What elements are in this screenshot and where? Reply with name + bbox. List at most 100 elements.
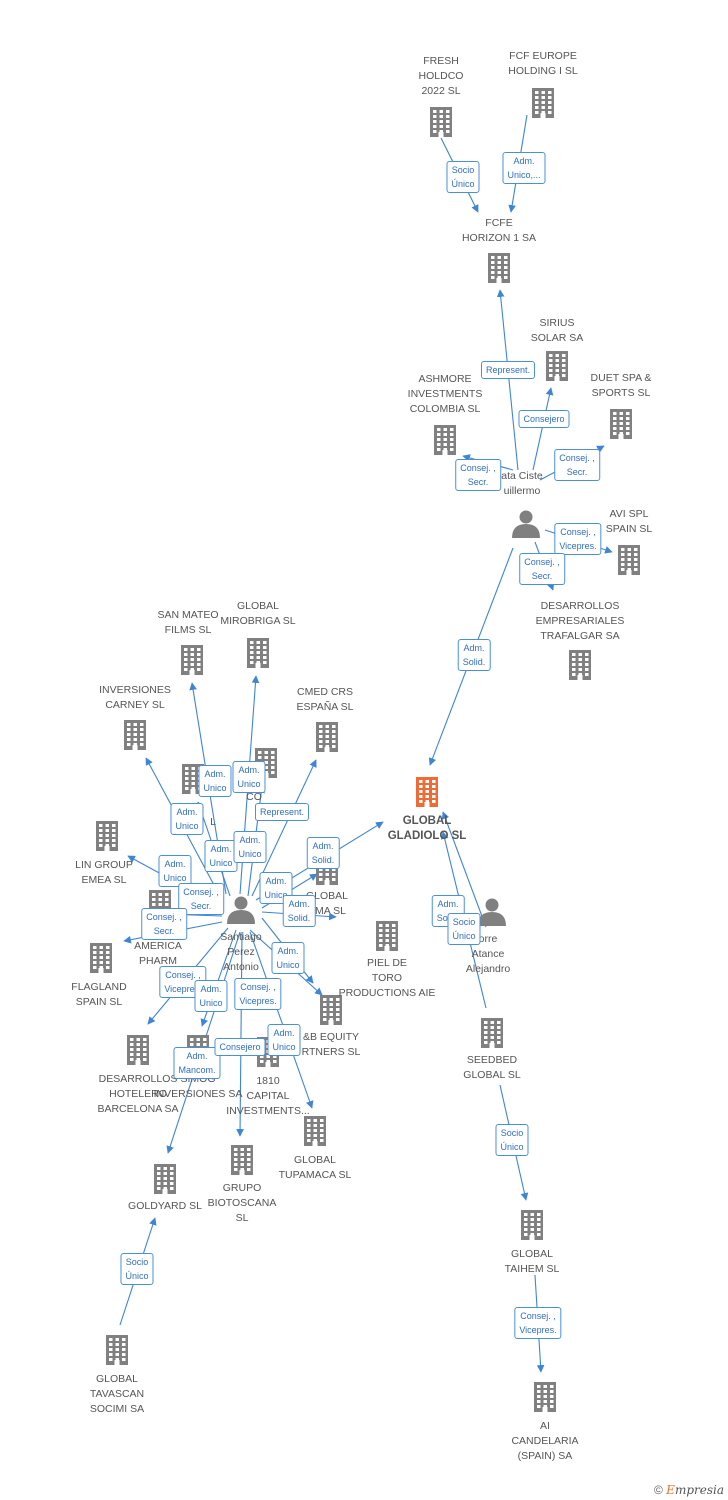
building-icon-pieltoro[interactable] — [376, 921, 398, 951]
building-icon-bequity[interactable] — [320, 995, 342, 1025]
node-label-sanmateo[interactable]: SAN MATEO FILMS SL — [157, 609, 219, 636]
building-icon-tavascan[interactable] — [106, 1335, 128, 1365]
edge-label-santiago-to-globalema[interactable]: Adm. Unico — [259, 872, 293, 904]
edge-label-seedbed-to-gladiolo[interactable]: Socio Único — [447, 913, 481, 945]
person-icon-torre[interactable] — [478, 898, 506, 927]
edge-label-cistern-to-trafalgar[interactable]: Consej. , Secr. — [519, 553, 565, 585]
node-label-taihem[interactable]: GLOBAL TAIHEM SL — [504, 1248, 560, 1275]
node-label-gladiolo[interactable]: GLOBAL GLADIOLO SL — [387, 815, 467, 842]
node-label-fresh[interactable]: FRESH HOLDCO 2022 SL — [418, 55, 464, 97]
edge-santiago-to-tupamaca — [249, 931, 314, 1109]
node-label-carney[interactable]: INVERSIONES CARNEY SL — [99, 684, 171, 711]
copyright-symbol: © — [653, 1483, 663, 1497]
node-label-bequity[interactable]: &B EQUITY RTNERS SL — [301, 1031, 361, 1058]
edge-label-taihem-to-candelaria[interactable]: Consej. , Vicepres. — [514, 1307, 562, 1339]
edge-cistern-to-sirius — [532, 387, 554, 471]
edge-label-tavascan-to-goldyard[interactable]: Socio Único — [120, 1253, 154, 1285]
person-icon-santiago[interactable] — [227, 896, 255, 925]
edge-label-santiago-to-mirobriga[interactable]: Adm. Unico — [232, 761, 266, 793]
edge-label-santiago-to-lingroup[interactable]: Adm. Unico — [158, 855, 192, 887]
node-label-capital1810[interactable]: 1810 CAPITAL INVESTMENTS... — [226, 1075, 310, 1117]
building-icon-biotoscana[interactable] — [231, 1145, 253, 1175]
building-icon-cmed[interactable] — [316, 722, 338, 752]
node-label-tupamaca[interactable]: GLOBAL TUPAMACA SL — [278, 1154, 352, 1181]
edge-label-santiago-to-goldyard[interactable]: Adm. Mancom. — [173, 1047, 221, 1079]
node-label-fcfeurope[interactable]: FCF EUROPE HOLDING I SL — [508, 50, 578, 77]
building-icon-gladiolo[interactable] — [416, 777, 438, 807]
building-icon-duet[interactable] — [610, 409, 632, 439]
edge-label-santiago-to-carney[interactable]: Adm. Unico — [170, 803, 204, 835]
edge-label-cistern-to-duet[interactable]: Consej. , Secr. — [554, 449, 600, 481]
node-label-tavascan[interactable]: GLOBAL TAVASCAN SOCIMI SA — [89, 1373, 145, 1415]
building-icon-fcfe[interactable] — [488, 253, 510, 283]
node-label-americapharm[interactable]: AMERICA PHARM — [134, 940, 182, 967]
edge-label-cistern-to-avispl[interactable]: Consej. , Vicepres. — [554, 523, 602, 555]
edge-label-santiago-to-globalema[interactable]: Adm. Solid. — [282, 895, 316, 927]
node-label-pieltoro[interactable]: PIEL DE TORO PRODUCTIONS AIE — [338, 957, 436, 999]
building-icon-sirius[interactable] — [546, 351, 568, 381]
building-icon-mirobriga[interactable] — [247, 638, 269, 668]
building-icon-flagland[interactable] — [90, 943, 112, 973]
node-label-flagland[interactable]: FLAGLAND SPAIN SL — [71, 981, 127, 1008]
node-label-cmed[interactable]: CMED CRS ESPAÑA SL — [296, 686, 354, 713]
node-label-duet[interactable]: DUET SPA & SPORTS SL — [590, 372, 652, 399]
node-label-seedbed[interactable]: SEEDBED GLOBAL SL — [463, 1054, 521, 1081]
edges-layer — [119, 114, 613, 1373]
node-label-lingroup[interactable]: LIN GROUP EMEA SL — [75, 859, 133, 886]
node-label-goldyard[interactable]: GOLDYARD SL — [128, 1200, 202, 1212]
edge-label-fresh-to-fcfe[interactable]: Socio Único — [446, 161, 480, 193]
edge-label-santiago-to-hiddenl[interactable]: Adm. Unico — [233, 831, 267, 863]
edge-label-santiago-to-simog[interactable]: Adm. Unico — [194, 980, 228, 1012]
edge-label-cistern-to-sirius[interactable]: Consejero — [518, 410, 570, 428]
node-label-avispl[interactable]: AVI SPL SPAIN SL — [605, 508, 653, 535]
building-icon-fcfeurope[interactable] — [532, 88, 554, 118]
brand-rest: mpresia — [674, 1483, 724, 1497]
building-icon-trafalgar[interactable] — [569, 650, 591, 680]
building-icon-sanmateo[interactable] — [181, 645, 203, 675]
building-icon-candelaria[interactable] — [534, 1382, 556, 1412]
building-icon-seedbed[interactable] — [481, 1018, 503, 1048]
node-label-fcfe[interactable]: FCFE HORIZON 1 SA — [461, 217, 537, 244]
building-icon-taihem[interactable] — [521, 1210, 543, 1240]
edge-label-cistern-to-ashmore[interactable]: Consej. , Secr. — [455, 459, 501, 491]
building-icon-lingroup[interactable] — [96, 821, 118, 851]
edge-label-santiago-to-pieltoro[interactable]: Adm. Unico — [271, 942, 305, 974]
building-icon-tupamaca[interactable] — [304, 1116, 326, 1146]
building-icon-fresh[interactable] — [430, 107, 452, 137]
node-label-biotoscana[interactable]: GRUPO BIOTOSCANA SL — [207, 1182, 277, 1224]
edge-label-santiago-to-cmed[interactable]: Represent. — [254, 803, 310, 821]
edge-label-seedbed-to-taihem[interactable]: Socio Único — [495, 1124, 529, 1156]
brand-initial: E — [666, 1483, 675, 1497]
edge-label-santiago-to-biotoscana[interactable]: Consejero — [214, 1038, 266, 1056]
building-icon-carney[interactable] — [124, 720, 146, 750]
edge-cistern-to-fcfe — [496, 289, 519, 471]
building-icon-hotelero[interactable] — [127, 1035, 149, 1065]
node-label-sirius[interactable]: SIRIUS SOLAR SA — [530, 317, 584, 344]
node-label-trafalgar[interactable]: DESARROLLOS EMPRESARIALES TRAFALGAR SA — [535, 600, 625, 642]
edge-label-santiago-to-gladiolo[interactable]: Adm. Solid. — [306, 837, 340, 869]
node-label-candelaria[interactable]: AI CANDELARIA (SPAIN) SA — [511, 1420, 579, 1462]
node-label-ashmore[interactable]: ASHMORE INVESTMENTS COLOMBIA SL — [407, 373, 483, 415]
node-label-hotelero[interactable]: DESARROLLOS HOTELERO BARCELONA SA — [97, 1073, 179, 1115]
person-icon-cistern[interactable] — [512, 510, 540, 539]
edge-label-cistern-to-gladiolo[interactable]: Adm. Solid. — [457, 639, 491, 671]
edge-label-fcfeurope-to-fcfe[interactable]: Adm. Unico,... — [502, 152, 546, 184]
building-icon-goldyard[interactable] — [154, 1164, 176, 1194]
edge-label-cistern-to-fcfe[interactable]: Represent. — [480, 361, 536, 379]
building-icon-ashmore[interactable] — [434, 425, 456, 455]
node-label-mirobriga[interactable]: GLOBAL MIROBRIGA SL — [220, 600, 296, 627]
edge-label-santiago-to-tupamaca[interactable]: Adm. Unico — [267, 1024, 301, 1056]
node-label-hiddenl[interactable]: L — [210, 816, 216, 828]
node-label-santiago[interactable]: Santiago Perez Antonio — [220, 931, 262, 973]
edge-label-santiago-to-bequity[interactable]: Consej. , Vicepres. — [234, 978, 282, 1010]
edge-label-santiago-to-flagland[interactable]: Consej. , Secr. — [141, 908, 187, 940]
building-icon-avispl[interactable] — [618, 545, 640, 575]
footer: © Empresia — [654, 1483, 724, 1497]
edge-torre-to-gladiolo — [441, 811, 487, 928]
node-label-cistern[interactable]: ata Ciste uillermo — [501, 470, 543, 497]
node-label-torre[interactable]: orre Atance Alejandro — [465, 933, 511, 975]
edge-santiago-to-biotoscana — [236, 931, 244, 1137]
edge-label-santiago-to-sanmateo[interactable]: Adm. Unico — [198, 765, 232, 797]
brand-logo[interactable]: Empresia — [666, 1483, 724, 1497]
